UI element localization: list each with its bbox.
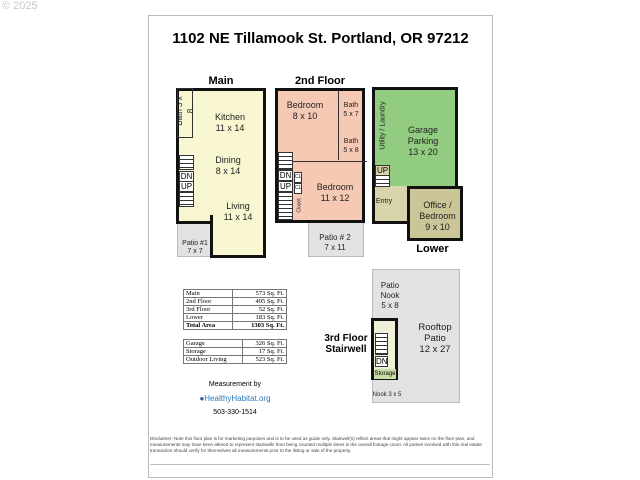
area-name: Lower xyxy=(183,313,233,322)
dn-tag: DN xyxy=(375,356,388,367)
room-name: Parking xyxy=(407,136,439,146)
room-name: Nook xyxy=(380,291,400,300)
main-level-label: Main xyxy=(208,75,234,87)
room-name: Bedroom xyxy=(316,182,354,192)
area-name: Main xyxy=(183,289,233,298)
area-value: 52 Sq. Ft. xyxy=(231,305,288,314)
room-size: 5 x 8 xyxy=(381,301,399,310)
room-name: Patio # 2 xyxy=(319,233,351,242)
closet-tag: CL xyxy=(294,172,302,183)
utility-laundry-label: Utility / Laundry xyxy=(379,101,387,150)
area-name: Total Area xyxy=(183,321,233,330)
room-size: 5 x 8 xyxy=(343,147,359,154)
level-name: 3rd Floor xyxy=(324,333,368,344)
room-name: Rooftop xyxy=(418,322,452,333)
divider xyxy=(150,464,490,465)
room-name: Patio xyxy=(380,281,400,290)
room-size: 8 x 10 xyxy=(292,111,318,121)
room-name: Bedroom xyxy=(419,211,456,221)
up-tag: UP xyxy=(179,181,194,192)
level-name: Stairwell xyxy=(325,344,367,355)
area-value: 1303 Sq. Ft. xyxy=(231,321,288,330)
bath-label: Bath 3 x 8 xyxy=(175,96,195,126)
room-size: 11 x 12 xyxy=(320,193,350,203)
area-value: 183 Sq. Ft. xyxy=(231,313,288,322)
up-tag: UP xyxy=(278,181,293,192)
bath-1-label: Bath 5 x 7 xyxy=(340,101,362,119)
page-title: 1102 NE Tillamook St. Portland, OR 97212 xyxy=(172,30,469,47)
area-value: 326 Sq. Ft. xyxy=(242,339,287,348)
area-name: Garage xyxy=(182,339,244,348)
dn-tag: DN xyxy=(278,170,293,181)
room-name: Dining xyxy=(215,155,241,165)
room-name: Bath xyxy=(343,102,359,109)
area-name: Outdoor Living xyxy=(182,355,244,364)
room-size: 11 x 14 xyxy=(215,123,245,133)
room-name: Patio xyxy=(424,333,446,344)
room-name: Garage xyxy=(407,125,439,135)
room-size: 9 x 10 xyxy=(425,222,450,232)
room-size: 12 x 27 xyxy=(419,344,451,355)
room-size: 8 x 14 xyxy=(215,166,241,176)
area-name: Storage xyxy=(182,347,244,356)
room-name: Bedroom xyxy=(286,100,324,110)
measurement-by: Measurement by xyxy=(208,381,262,388)
area-value: 17 Sq. Ft. xyxy=(242,347,287,356)
room-name: Patio #1 xyxy=(182,240,208,247)
area-value: 573 Sq. Ft. xyxy=(231,289,288,298)
room-size: 7 x 7 xyxy=(187,248,203,255)
room-size: 11 x 14 xyxy=(223,212,253,222)
area-name: 3rd Floor xyxy=(183,305,233,314)
closet-label: Closet xyxy=(296,198,303,213)
room-name: Bath xyxy=(343,138,359,145)
phone-number: 503-330-1514 xyxy=(213,409,257,416)
disclaimer: Disclaimer: Note this floor plan is for … xyxy=(150,436,482,453)
room-size: 13 x 20 xyxy=(408,147,438,157)
entry-label: Entry xyxy=(375,198,393,205)
closet-tag: CL xyxy=(294,183,302,194)
room-name: Living xyxy=(226,201,250,211)
copyright: © 2025 xyxy=(2,0,38,12)
area-value: 495 Sq. Ft. xyxy=(231,297,288,306)
logo-text: HealthyHabitat.org xyxy=(204,394,271,403)
area-value: 523 Sq. Ft. xyxy=(242,355,287,364)
room-size: 7 x 11 xyxy=(324,243,346,252)
healthy-habitat-logo: ●HealthyHabitat.org xyxy=(199,394,271,403)
bath-2-label: Bath 5 x 8 xyxy=(340,137,362,155)
second-floor-label: 2nd Floor xyxy=(294,75,346,87)
room-size: 5 x 7 xyxy=(343,111,359,118)
room-name: Office / xyxy=(423,200,452,210)
room-name: Kitchen xyxy=(214,112,246,122)
nook-label: Nook 3 x 5 xyxy=(372,392,402,398)
lower-level-label: Lower xyxy=(416,243,449,255)
area-name: 2nd Floor xyxy=(183,297,233,306)
storage-label: Storage xyxy=(374,369,396,379)
